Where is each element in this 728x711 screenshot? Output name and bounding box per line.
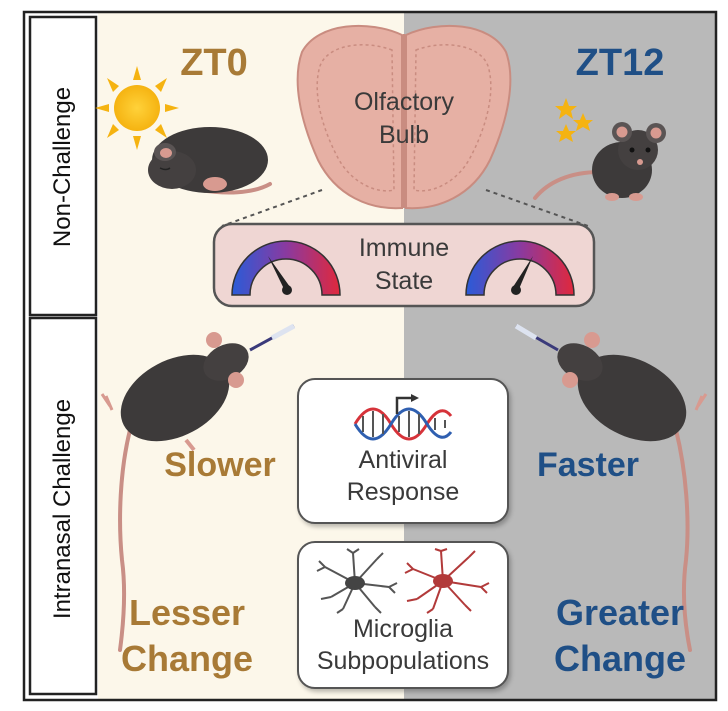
microglia-left-outcome-line1: Lesser xyxy=(128,592,246,633)
immune-state-label-line1: Immune xyxy=(358,234,450,262)
olfactory-bulb-label: Olfactory Bulb xyxy=(334,86,474,152)
immune-state-label: Immune State xyxy=(334,232,474,298)
sleeping-mouse xyxy=(148,127,272,195)
challenge-mouse-right xyxy=(514,323,708,652)
olfactory-bulb-label-line1: Olfactory xyxy=(353,88,455,116)
microglia-right-outcome-line1: Greater xyxy=(555,592,685,633)
gauge-right-icon xyxy=(465,240,575,296)
immune-state-label-line2: State xyxy=(374,267,434,295)
dna-icon xyxy=(353,394,453,441)
side-label-non-challenge: Non-Challenge xyxy=(49,86,76,248)
condition-label-zt0: ZT0 xyxy=(180,42,248,84)
callout-line-left xyxy=(221,189,323,227)
microglia-left-outcome: Lesser Change xyxy=(112,590,262,682)
antiviral-label-line1: Antiviral xyxy=(358,446,448,474)
side-label-box-top xyxy=(28,15,98,317)
microglia-label-line2: Subpopulations xyxy=(316,647,490,675)
outer-frame xyxy=(22,10,718,702)
microglia-left-outcome-line2: Change xyxy=(120,638,253,679)
antiviral-response-box: Antiviral Response xyxy=(297,378,509,524)
side-label-box-bottom xyxy=(28,316,98,696)
microglia-label-line1: Microglia xyxy=(352,615,454,643)
gauge-left-icon xyxy=(231,240,341,296)
awake-mouse xyxy=(533,122,666,201)
challenge-mouse-left xyxy=(100,323,296,652)
sun-icon xyxy=(95,66,179,150)
olfactory-bulb-label-line2: Bulb xyxy=(378,121,430,149)
microglia-right-outcome: Greater Change xyxy=(540,590,700,682)
moon-stars-icon xyxy=(525,82,593,142)
condition-label-zt12: ZT12 xyxy=(575,42,665,84)
olfactory-bulb-illustration xyxy=(296,24,512,210)
microglia-icon xyxy=(316,548,490,614)
microglia-box: Microglia Subpopulations xyxy=(297,541,509,689)
side-label-intranasal-challenge: Intranasal Challenge xyxy=(49,398,76,620)
microglia-right-outcome-line2: Change xyxy=(553,638,686,679)
callout-line-right xyxy=(485,189,589,227)
antiviral-left-outcome: Slower xyxy=(164,446,276,484)
antiviral-right-outcome: Faster xyxy=(536,446,640,484)
antiviral-label-line2: Response xyxy=(346,478,460,506)
